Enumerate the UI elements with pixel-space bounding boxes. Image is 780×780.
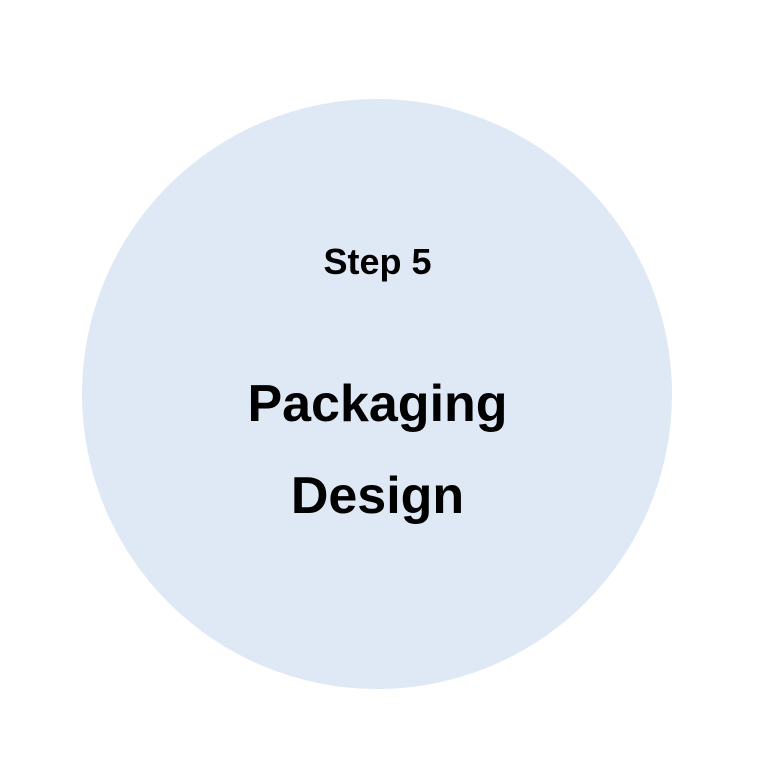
step-circle [82, 99, 672, 689]
step-title-line-1: Packaging [247, 375, 508, 433]
step-title: Packaging Design [0, 358, 755, 542]
step-number-label: Step 5 [323, 241, 432, 282]
step-title-line-2: Design [290, 467, 465, 525]
